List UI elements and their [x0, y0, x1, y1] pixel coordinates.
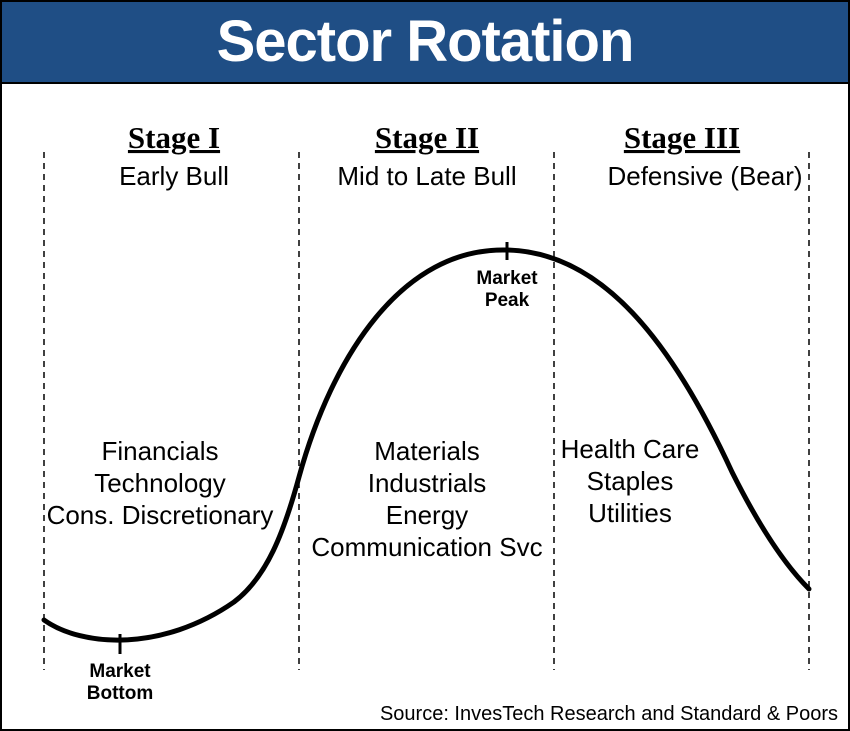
stage-2-sector: Industrials	[368, 468, 487, 498]
stage-1-sector: Technology	[94, 468, 226, 498]
market-cycle-curve	[41, 247, 812, 643]
stage-1-sector: Cons. Discretionary	[47, 500, 274, 530]
stage-1-sector: Financials	[101, 436, 218, 466]
source-note: Source: InvesTech Research and Standard …	[380, 703, 838, 725]
diagram-title: Sector Rotation	[216, 9, 635, 74]
stage-2-description: Mid to Late Bull	[337, 161, 516, 191]
stage-2-sector: Energy	[386, 500, 468, 530]
market-peak-label: Market	[476, 268, 538, 289]
stage-3-sector: Utilities	[588, 498, 672, 528]
stage-3-sector: Health Care	[561, 434, 700, 464]
market-bottom-label: Market	[89, 661, 151, 682]
stage-1-name: Stage I	[128, 120, 220, 155]
stage-2-sector: Materials	[374, 436, 479, 466]
stage-3-description: Defensive (Bear)	[607, 161, 802, 191]
stage-2-sector: Communication Svc	[311, 532, 542, 562]
stage-2-name: Stage II	[375, 120, 479, 155]
stage-1-description: Early Bull	[119, 161, 229, 191]
market-bottom-label: Bottom	[87, 683, 153, 704]
stage-3-sector: Staples	[587, 466, 674, 496]
title-bar: Sector Rotation	[2, 2, 848, 84]
stage-3-name: Stage III	[624, 120, 740, 155]
market-peak-label: Peak	[485, 290, 530, 311]
